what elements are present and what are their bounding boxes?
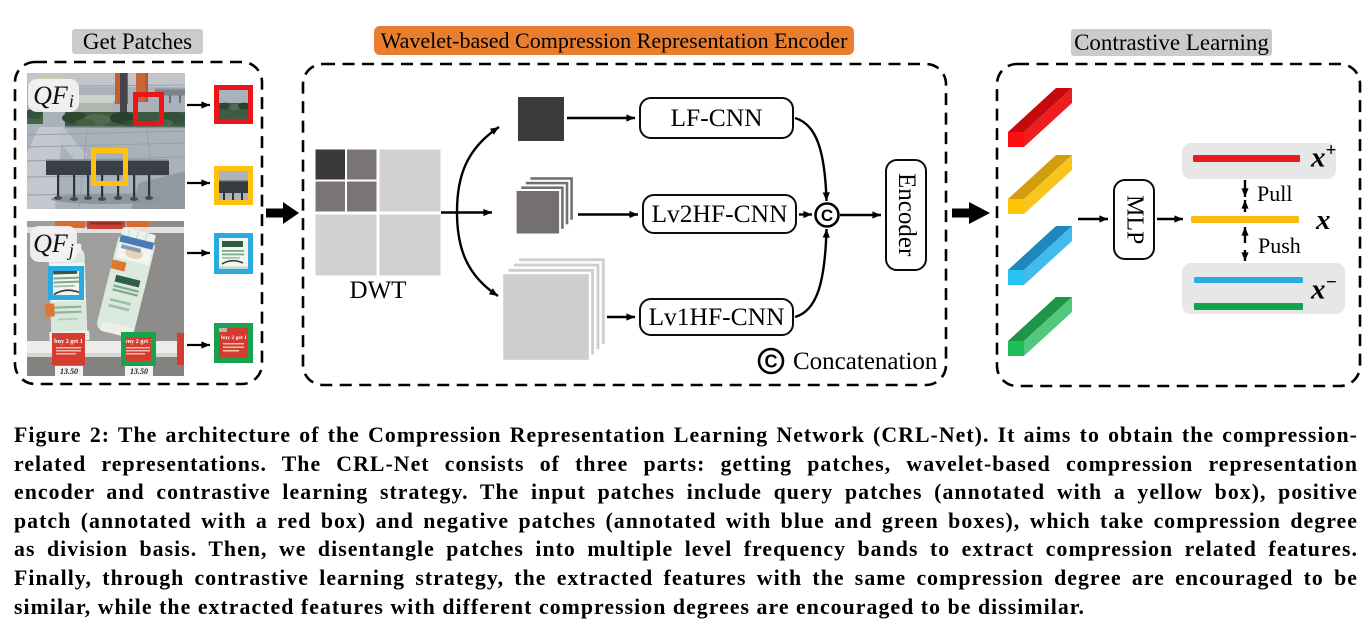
qf-i-sub: i: [68, 91, 74, 111]
patch-tag-text: buy 2 get 1: [221, 335, 247, 341]
caption-line: patch (annotated with a red box) and neg…: [14, 508, 1358, 533]
lv1hf-cnn-box: Lv1HF-CNN: [639, 298, 794, 336]
patch-thumb-negative-2: buy 2 get 1: [213, 323, 253, 363]
caption-line: as division basis. Then, we disentangle …: [14, 537, 1358, 562]
get-patches-panel-border: [13, 60, 264, 386]
lv2-band-stack: [514, 175, 575, 236]
price-tag-2-text: buy 2 get 1: [124, 338, 153, 345]
contrastive-panel-border: [995, 62, 1362, 388]
lv1-band-stack: [500, 255, 608, 363]
product-tube-right: [97, 227, 156, 338]
big-arrow-2: [952, 202, 990, 224]
x-plus-sup: +: [1325, 140, 1337, 161]
qf-i-base: QF: [33, 80, 68, 110]
x-minus-base: x: [1311, 273, 1326, 306]
price-tag-3-partial: [177, 333, 184, 365]
query-feature-label: x: [1316, 204, 1331, 237]
query-feature-bar: [1191, 216, 1299, 223]
x-base: x: [1316, 204, 1331, 236]
feature-bar-3d-green: [1008, 297, 1072, 356]
figure-caption: Figure 2: The architecture of the Compre…: [14, 421, 1358, 621]
feature-bar-3d-yellow: [1008, 155, 1072, 214]
price-1-text: 13.50: [60, 367, 78, 376]
positive-feature-label: x+: [1311, 140, 1336, 175]
encoder-title: Wavelet-based Compression Representation…: [374, 26, 854, 55]
price-tag-1: buy 2 get 1 13.50: [52, 333, 85, 376]
bench: [46, 159, 169, 201]
caption-line: related representations. The CRL-Net con…: [14, 451, 1358, 476]
patch-thumb-positive: [213, 85, 253, 124]
dwt-image: [315, 149, 441, 276]
concat-legend-label: Concatenation: [793, 348, 938, 375]
push-label: Push: [1258, 233, 1301, 258]
caption-line: Figure 2: The architecture of the Compre…: [14, 423, 1358, 447]
feature-bar-3d-red: [1008, 88, 1072, 147]
contrastive-title: Contrastive Learning: [1071, 29, 1272, 56]
lv2hf-cnn-box: Lv2HF-CNN: [642, 194, 797, 234]
positive-feature-bar: [1193, 155, 1300, 162]
qf-j-base: QF: [33, 229, 68, 258]
negative-patch-box-green: [121, 332, 156, 366]
negative-feature-bar-green: [1194, 303, 1303, 310]
big-arrow-1: [266, 202, 299, 224]
positive-patch-box: [133, 92, 164, 126]
patch-arrows: [187, 101, 210, 349]
diagram-layer: C C: [13, 60, 1362, 388]
price-2-text: 13.50: [130, 367, 148, 376]
patch-thumb-negative-1: [213, 233, 253, 274]
contrastive-arrows: [1078, 180, 1249, 261]
price-tag-2: buy 2 get 1 13.50: [123, 333, 154, 376]
caption-line: Finally, through contrastive learning st…: [14, 565, 1358, 590]
patch-thumb-query: [213, 166, 253, 205]
encoder-panel-border: [301, 62, 948, 387]
dwt-label: DWT: [349, 277, 407, 304]
x-plus-base: x: [1311, 141, 1326, 174]
feature-bar-3d-blue: [1008, 226, 1072, 285]
qf-j-sub: j: [68, 239, 74, 260]
x-minus-sup: −: [1325, 272, 1338, 293]
price-tag-1-text: buy 2 get 1: [54, 338, 83, 345]
encoder-box: Encoder: [885, 159, 927, 271]
caption-line: similar, while the extracted features wi…: [14, 594, 1086, 619]
concat-legend-symbol: C: [765, 352, 778, 372]
concat-legend-circle: [757, 347, 785, 375]
concat-node-circle: [814, 202, 840, 228]
query-patch-box-1: [91, 148, 128, 186]
pull-label: Pull: [1257, 181, 1293, 206]
encoder-arrows: [441, 114, 881, 321]
mlp-box: MLP: [1113, 179, 1155, 260]
lf-cnn-box: LF-CNN: [639, 97, 794, 139]
concat-node-symbol: C: [821, 206, 833, 225]
lf-band-square: [518, 97, 564, 141]
get-patches-title: Get Patches: [72, 29, 203, 54]
negative-feature-bar-blue: [1194, 277, 1303, 283]
caption-line: encoder and contrastive learning strateg…: [14, 480, 1358, 505]
negative-patch-box-blue: [48, 266, 84, 300]
negative-feature-label: x−: [1311, 272, 1337, 307]
